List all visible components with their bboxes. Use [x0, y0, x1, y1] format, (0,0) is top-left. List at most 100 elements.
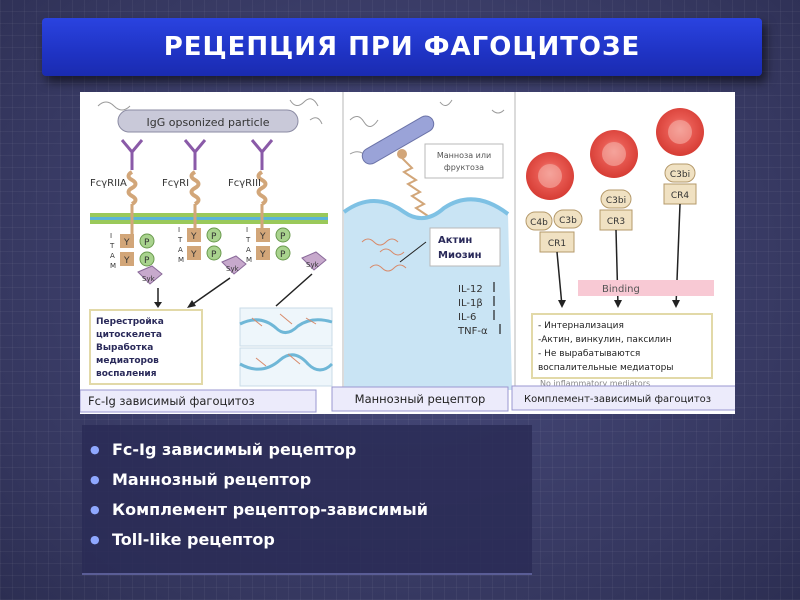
svg-text:Syk: Syk — [306, 261, 320, 269]
phagocytosis-micrographs — [239, 307, 334, 387]
y-box-3b — [256, 246, 270, 260]
svg-text:T: T — [177, 236, 183, 244]
cytoskeleton-text: Перестройка цитоскелета Выработка медиат… — [96, 317, 164, 379]
svg-text:A: A — [178, 246, 183, 254]
bullet-icon: ● — [90, 503, 100, 516]
caption-box-2 — [331, 386, 509, 412]
svg-text:Syk: Syk — [142, 275, 156, 283]
svg-text:Binding: Binding — [602, 284, 640, 295]
svg-text:P: P — [280, 250, 286, 260]
svg-text:Выработка: Выработка — [96, 342, 153, 353]
bullet-item: ●Комплемент рецептор-зависимый — [90, 495, 532, 525]
figure-svg: IgG opsonized particle FcγRIIA FcγRI — [80, 92, 735, 414]
phagocytosis-figure: IgG opsonized particle FcγRIIA FcγRI — [80, 92, 735, 414]
svg-text:медиаторов: медиаторов — [96, 356, 159, 366]
svg-text:- Не вырабатываются: - Не вырабатываются — [538, 349, 640, 359]
svg-text:воспаления: воспаления — [96, 369, 157, 379]
caption-complement: Комплемент-зависимый фагоцитоз — [524, 394, 711, 405]
caption-box-3 — [511, 385, 735, 411]
cytokine-arrows — [493, 282, 501, 334]
svg-text:P: P — [211, 250, 217, 260]
svg-text:Y: Y — [259, 232, 266, 242]
mannose-rod — [361, 115, 435, 165]
bullet-icon: ● — [90, 473, 100, 486]
bullet-icon: ● — [90, 443, 100, 456]
svg-text:CR3: CR3 — [607, 217, 625, 227]
bullet-item: ●Toll-like рецептор — [90, 525, 532, 555]
syk-3 — [301, 251, 327, 271]
svg-text:P: P — [211, 232, 217, 242]
svg-text:Y: Y — [190, 232, 197, 242]
svg-text:Y: Y — [123, 238, 130, 248]
svg-text:C4b: C4b — [530, 218, 548, 228]
c3bi-tag-2 — [664, 163, 696, 183]
y-box-2a — [187, 228, 201, 242]
title-bar: РЕЦЕПЦИЯ ПРИ ФАГОЦИТОЗЕ — [42, 18, 762, 76]
cytokine-list: IL-12 IL-1β IL-6 TNF-α — [457, 284, 488, 337]
bullet-icon: ● — [90, 533, 100, 546]
svg-text:- Интернализация: - Интернализация — [538, 321, 624, 331]
svg-text:P: P — [144, 256, 150, 266]
svg-text:Y: Y — [123, 256, 130, 266]
c3b-tag — [553, 209, 583, 229]
svg-text:фруктоза: фруктоза — [444, 163, 484, 172]
c4b-tag — [525, 211, 553, 231]
panel-mannose: Манноза или фруктоза Актин Миозин IL-12 … — [331, 99, 512, 412]
itam-group-2: I T A M — [177, 226, 184, 264]
y-box-3a — [256, 228, 270, 242]
bullet-item: ●Fc-Ig зависимый рецептор — [90, 435, 532, 465]
svg-text:M: M — [178, 256, 184, 264]
cr1-arrow — [556, 251, 563, 307]
svg-text:T: T — [109, 242, 115, 250]
complement-box — [531, 313, 713, 379]
svg-text:C3b: C3b — [559, 216, 577, 226]
receptor-label-3: FcγRIII — [228, 178, 261, 189]
receptor-fcgri: FcγRI — [162, 139, 207, 242]
caption-fc-ig: Fc-Ig зависимый фагоцитоз — [88, 394, 255, 408]
svg-text:IL-12: IL-12 — [458, 284, 483, 295]
phospho-2a — [206, 227, 222, 243]
svg-text:Актин: Актин — [438, 235, 472, 246]
binding-bar — [578, 280, 714, 296]
slide-title: РЕЦЕПЦИЯ ПРИ ФАГОЦИТОЗЕ — [163, 32, 641, 62]
svg-text:цитоскелета: цитоскелета — [96, 330, 162, 340]
svg-text:I: I — [178, 226, 180, 234]
svg-text:I: I — [110, 232, 112, 240]
svg-text:-Актин, винкулин, паксилин: -Актин, винкулин, паксилин — [538, 335, 672, 345]
arrow-3 — [275, 273, 313, 307]
igg-particle — [117, 109, 299, 133]
complement-text: - Интернализация -Актин, винкулин, пакси… — [538, 321, 673, 373]
actin-box — [429, 227, 501, 267]
svg-text:IL-6: IL-6 — [458, 312, 476, 323]
phospho-1b — [139, 251, 155, 267]
y-box-1a — [120, 234, 134, 248]
panel-complement: C4b C3b CR1 C3bi CR3 C3bi CR4 Binding - … — [511, 108, 735, 411]
caption-mannose: Маннозный рецептор — [355, 392, 486, 406]
svg-text:Перестройка: Перестройка — [96, 317, 164, 327]
svg-text:C3bi: C3bi — [606, 196, 626, 206]
particle-label: IgG opsonized particle — [147, 116, 270, 129]
membrane-bottom — [90, 220, 328, 224]
svg-text:Y: Y — [259, 250, 266, 260]
svg-text:P: P — [144, 238, 150, 248]
svg-text:воспалительные медиаторы: воспалительные медиаторы — [538, 363, 673, 373]
itam-group-1: I T A M — [109, 232, 116, 270]
svg-text:Y: Y — [190, 250, 197, 260]
receptor-fcgriii: FcγRIII — [228, 139, 274, 242]
svg-text:Манноза или: Манноза или — [437, 151, 491, 160]
svg-text:Syk: Syk — [226, 265, 240, 273]
svg-text:T: T — [245, 236, 251, 244]
svg-text:TNF-α: TNF-α — [457, 326, 488, 337]
svg-text:IL-1β: IL-1β — [458, 298, 483, 309]
svg-text:C3bi: C3bi — [670, 170, 690, 180]
phospho-3b — [275, 245, 291, 261]
y-box-1b — [120, 252, 134, 266]
svg-text:CR4: CR4 — [671, 191, 690, 201]
hidden-text: No inflammatory mediators — [540, 379, 650, 388]
panel-fc-ig: IgG opsonized particle FcγRIIA FcγRI — [80, 92, 342, 414]
bullet-list: ●Fc-Ig зависимый рецептор ●Маннозный рец… — [82, 425, 532, 555]
bullet-item: ●Маннозный рецептор — [90, 465, 532, 495]
svg-text:M: M — [246, 256, 252, 264]
cytoskeleton-box — [89, 309, 203, 385]
phospho-1a — [139, 233, 155, 249]
